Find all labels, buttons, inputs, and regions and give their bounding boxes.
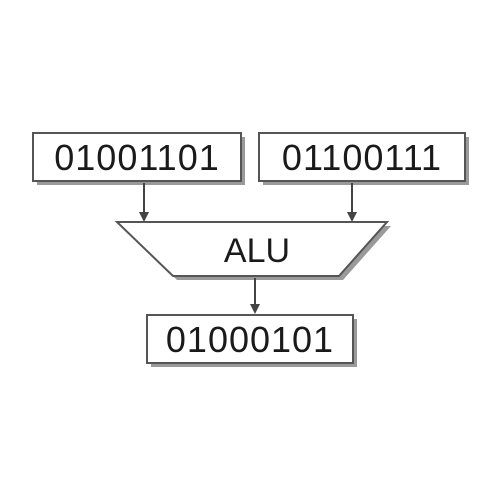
- input-b-register: 01100111: [258, 132, 469, 185]
- output-box: [146, 314, 354, 364]
- output-value: 01000101: [166, 319, 334, 360]
- input-a-arrowhead: [139, 212, 149, 222]
- output-register: 01000101: [146, 314, 357, 367]
- output-arrowhead: [250, 304, 260, 314]
- alu-shape: [114, 221, 390, 277]
- input-a-register: 01001101: [32, 132, 245, 185]
- alu-label: ALU: [224, 232, 290, 270]
- input-b-value: 01100111: [282, 137, 442, 178]
- alu-block: ALU: [114, 221, 391, 280]
- input-a-box: [32, 132, 242, 182]
- input-b-box: [258, 132, 466, 182]
- input-a-value: 01001101: [54, 137, 220, 178]
- input-b-arrowhead: [347, 212, 357, 222]
